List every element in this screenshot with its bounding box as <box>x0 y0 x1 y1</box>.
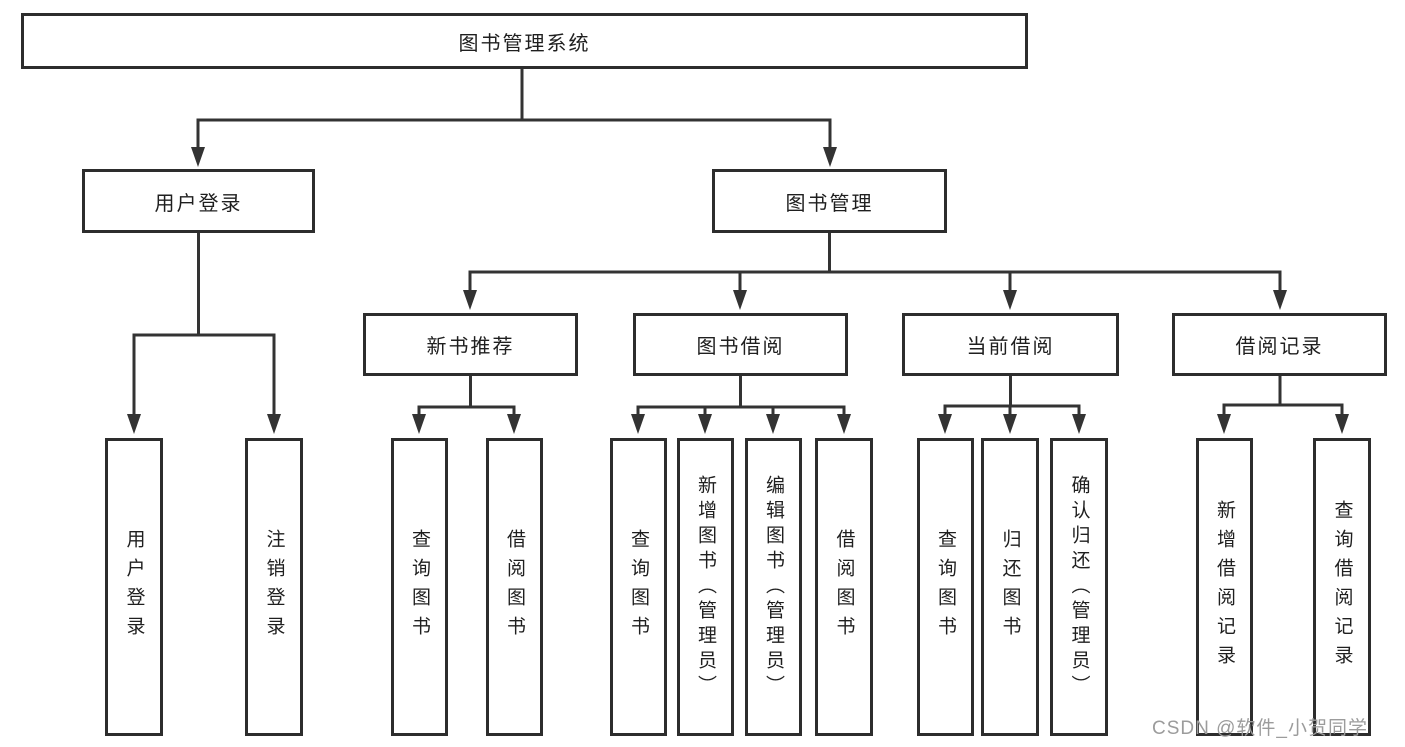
leaf-query-borrow-record-label: 查询借阅记录 <box>1331 500 1353 674</box>
leaf-add-books-admin-label: 新增图书（管理员） <box>695 474 716 700</box>
leaf-user-login-label: 用户登录 <box>123 529 145 645</box>
node-book-management: 图书管理 <box>712 169 947 233</box>
leaf-edit-books-admin-label: 编辑图书（管理员） <box>763 474 784 700</box>
leaf-borrow-books-label: 借阅图书 <box>833 529 855 645</box>
leaf-borrow-books-recommend-label: 借阅图书 <box>504 529 525 645</box>
leaf-return-books-label: 归还图书 <box>999 529 1021 645</box>
node-borrow-records: 借阅记录 <box>1172 313 1387 376</box>
leaf-logout: 注销登录 <box>245 438 303 736</box>
node-book-borrow: 图书借阅 <box>633 313 848 376</box>
leaf-add-borrow-record-label: 新增借阅记录 <box>1214 500 1235 674</box>
node-user-login-label: 用户登录 <box>154 192 243 215</box>
csdn-watermark: CSDN @软件_小贺同学 <box>1152 718 1368 739</box>
leaf-query-books-recommend: 查询图书 <box>391 438 448 736</box>
node-current-borrow: 当前借阅 <box>902 313 1119 376</box>
node-root-system: 图书管理系统 <box>21 13 1028 69</box>
leaf-query-books-borrow: 查询图书 <box>610 438 667 736</box>
leaf-add-borrow-record: 新增借阅记录 <box>1196 438 1253 736</box>
leaf-confirm-return-admin: 确认归还（管理员） <box>1050 438 1108 736</box>
node-borrow-records-label: 借阅记录 <box>1235 336 1324 358</box>
node-new-book-recommend: 新书推荐 <box>363 313 578 376</box>
node-book-management-label: 图书管理 <box>785 192 874 215</box>
leaf-return-books: 归还图书 <box>981 438 1039 736</box>
node-user-login: 用户登录 <box>82 169 315 233</box>
leaf-edit-books-admin: 编辑图书（管理员） <box>745 438 802 736</box>
leaf-add-books-admin: 新增图书（管理员） <box>677 438 734 736</box>
leaf-confirm-return-admin-label: 确认归还（管理员） <box>1068 474 1090 700</box>
leaf-query-books-current-label: 查询图书 <box>935 529 956 645</box>
leaf-borrow-books: 借阅图书 <box>815 438 873 736</box>
leaf-query-books-recommend-label: 查询图书 <box>409 529 430 645</box>
node-current-borrow-label: 当前借阅 <box>966 336 1055 358</box>
leaf-borrow-books-recommend: 借阅图书 <box>486 438 543 736</box>
leaf-logout-label: 注销登录 <box>263 529 285 645</box>
node-book-borrow-label: 图书借阅 <box>696 336 785 358</box>
leaf-query-books-borrow-label: 查询图书 <box>628 529 649 645</box>
node-root-label: 图书管理系统 <box>458 32 591 55</box>
leaf-query-borrow-record: 查询借阅记录 <box>1313 438 1371 736</box>
leaf-user-login: 用户登录 <box>105 438 163 736</box>
node-new-book-recommend-label: 新书推荐 <box>426 336 515 358</box>
leaf-query-books-current: 查询图书 <box>917 438 974 736</box>
